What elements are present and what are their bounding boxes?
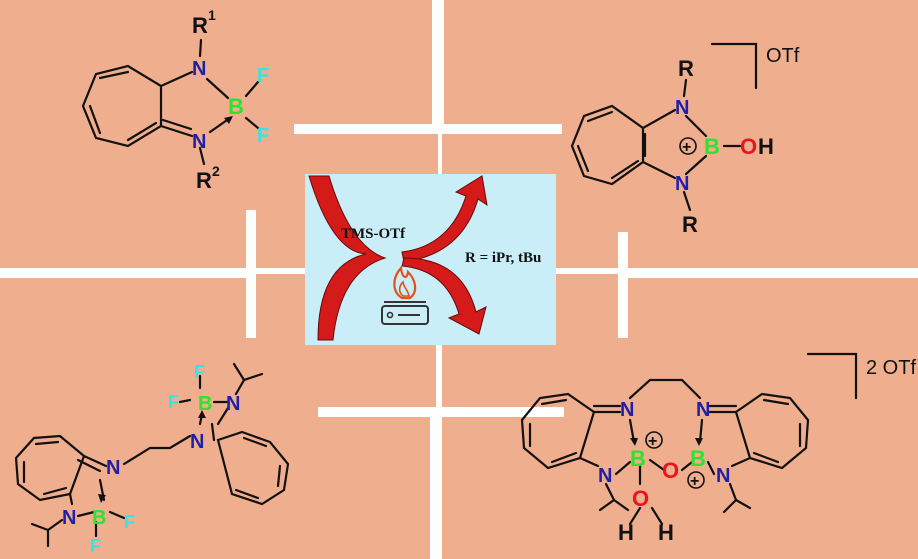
tr-bond-n-r-top	[682, 78, 688, 98]
tl-bond-n-r1	[198, 38, 203, 58]
flame-inner-icon	[398, 280, 410, 297]
reagent-label: TMS-OTf	[341, 226, 406, 242]
tl-bond-n-r2	[198, 146, 206, 166]
tr-charge-sign: +	[682, 139, 691, 156]
tl-f-top: F	[257, 65, 269, 87]
tr-r-top: R	[678, 56, 694, 81]
br-tropone-ring-right	[734, 392, 810, 470]
bl-n-left-amine: N	[62, 507, 76, 529]
molecule-bottom-right: + + 2 OTf N N B O B N N O H H	[520, 352, 916, 545]
bl-f-left-1: F	[124, 512, 135, 532]
bl-b-right: B	[198, 393, 212, 415]
tr-counter-ion: OTf	[766, 45, 800, 67]
molecule-top-left: R 1 N N B F F R 2	[81, 7, 269, 193]
br-charge-circle-left	[645, 431, 663, 449]
tr-tropone-ring	[570, 104, 645, 186]
br-ethylene-bridge	[628, 378, 702, 400]
tl-r1-superscript: 1	[208, 7, 216, 23]
bl-n-right-amine: N	[226, 393, 240, 415]
br-counter-ion-bracket	[806, 352, 858, 400]
br-n-right-amine: N	[716, 465, 730, 487]
heating-icon	[381, 265, 429, 325]
br-n-right-imine: N	[696, 399, 710, 421]
br-charge-left: +	[648, 433, 657, 450]
bl-n-right-imine: N	[190, 431, 204, 453]
flame-icon	[393, 265, 417, 300]
br-counter-ion: 2 OTf	[866, 357, 916, 379]
divider-right-horizontal	[618, 268, 918, 278]
divider-left-horizontal	[0, 268, 256, 278]
bl-b-left: B	[92, 507, 106, 529]
tl-bond-c-n1	[159, 70, 194, 88]
br-n-left-amine: N	[598, 465, 612, 487]
tr-r-bottom: R	[682, 212, 698, 237]
br-o-bridge: O	[662, 458, 679, 483]
tr-h-label: H	[758, 134, 774, 159]
center-box-background	[305, 174, 556, 345]
tl-tropone-ring	[81, 64, 163, 148]
br-charge-right: +	[690, 473, 699, 490]
molecule-bottom-left: N N B F F N B N F F	[14, 362, 290, 556]
tr-counter-ion-bracket	[710, 42, 758, 90]
br-b-left: B	[630, 446, 646, 471]
tr-bond-c-n1	[641, 108, 677, 130]
br-h-water-2: H	[658, 520, 674, 545]
tl-n-top: N	[192, 58, 206, 80]
tr-bond-c-n2	[641, 160, 677, 180]
br-tropone-ring-left	[520, 392, 596, 470]
burner-knob-icon	[386, 311, 394, 319]
molecule-top-right: + OTf R N N B O H R	[570, 42, 800, 237]
bl-n-left-imine: N	[106, 457, 120, 479]
bl-f-right-2: F	[168, 392, 179, 412]
r-groups-label: R = iPr, tBu	[465, 250, 541, 266]
center-reaction-box: TMS-OTf R = iPr, tBu	[305, 174, 556, 345]
bl-tropone-ring-left	[14, 434, 86, 502]
br-charge-circle-right	[687, 471, 705, 489]
bl-tropone-ring-right	[216, 430, 290, 506]
tl-b-label: B	[228, 94, 244, 119]
tr-charge-circle	[679, 137, 697, 155]
tr-n-bottom: N	[675, 173, 689, 195]
bl-f-right-1: F	[194, 362, 205, 382]
tr-n-top: N	[675, 97, 689, 119]
br-b-right: B	[690, 446, 706, 471]
curved-arrow-left	[308, 175, 387, 341]
tr-bond-n-r-bottom	[682, 190, 692, 212]
tl-bond-c-n2	[159, 124, 194, 138]
tr-b-label: B	[704, 134, 720, 159]
divider-top-horizontal	[294, 124, 562, 134]
tl-r1-label: R	[192, 13, 208, 38]
bl-f-left-2: F	[90, 536, 101, 556]
curved-arrow-up-right	[401, 175, 488, 263]
tl-n-bottom: N	[192, 131, 206, 153]
br-n-left-imine: N	[620, 399, 634, 421]
tl-f-bottom: F	[257, 125, 269, 147]
divider-bottom-vertical	[430, 407, 442, 559]
tl-r2-superscript: 2	[212, 163, 220, 179]
tr-o-label: O	[740, 134, 757, 159]
tl-r2-label: R	[196, 168, 212, 193]
divider-top-vertical	[432, 0, 444, 130]
burner-body-icon	[381, 305, 429, 325]
curved-arrow-down-right	[401, 257, 487, 335]
br-o-water: O	[632, 486, 649, 511]
divider-right-vertical	[618, 232, 628, 338]
bl-ethylene-bridge	[122, 434, 192, 466]
br-h-water-1: H	[618, 520, 634, 545]
